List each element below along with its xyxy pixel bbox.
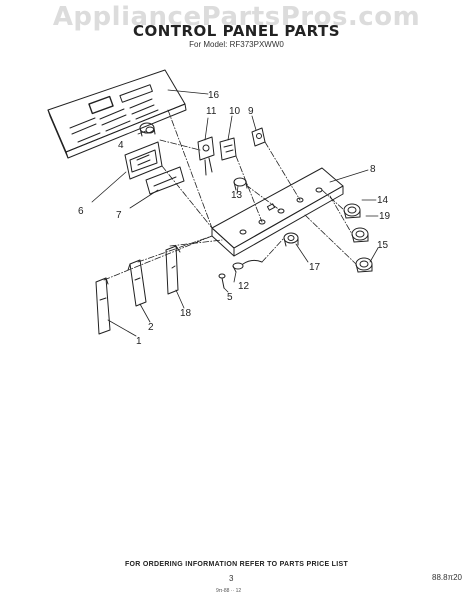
diagram-title: CONTROL PANEL PARTS <box>132 22 341 40</box>
part-4-knob <box>139 122 156 137</box>
print-mark: 9π-88 ·· 12 <box>216 588 242 594</box>
part-17-knob <box>283 232 299 247</box>
callout-4: 4 <box>118 140 124 151</box>
part-10-relay <box>219 137 237 161</box>
model-subtitle: For Model: RF373PXWW0 <box>189 40 284 49</box>
part-1-end-cap <box>95 277 111 335</box>
callout-18: 18 <box>180 308 192 319</box>
part-11-switch <box>197 136 215 176</box>
watermark-text: AppliancePartsPros.com <box>52 2 421 32</box>
page-number: 3 <box>229 574 234 583</box>
callout-1: 1 <box>136 336 142 347</box>
part-2-bracket <box>127 259 147 307</box>
callout-16: 16 <box>208 90 220 101</box>
part-15-knob <box>355 257 373 273</box>
callout-2: 2 <box>148 322 154 333</box>
part-7-overlay <box>145 166 185 195</box>
callout-19: 19 <box>379 211 391 222</box>
callout-14: 14 <box>377 195 389 206</box>
callout-17: 17 <box>309 262 321 273</box>
part-12-clip <box>232 259 263 273</box>
callout-13: 13 <box>231 190 243 201</box>
callout-15: 15 <box>377 240 389 251</box>
callout-9: 9 <box>248 106 254 117</box>
part-14-knob <box>343 203 361 219</box>
rear-display-panel <box>47 69 187 159</box>
part-6-bracket <box>124 141 163 180</box>
document-code: 88.8π20 <box>432 573 462 582</box>
part-19-knob <box>351 227 369 243</box>
alignment-lines <box>103 109 357 281</box>
ordering-note: FOR ORDERING INFORMATION REFER TO PARTS … <box>124 561 349 568</box>
callout-labels: 16 11 10 9 4 8 13 14 19 6 7 15 17 12 5 1… <box>78 90 391 347</box>
callout-5: 5 <box>227 292 233 303</box>
part-9-switch <box>251 127 266 147</box>
callout-12: 12 <box>238 281 250 292</box>
callout-10: 10 <box>229 106 241 117</box>
leader-lines <box>91 89 379 337</box>
callout-11: 11 <box>206 106 217 117</box>
callout-6: 6 <box>78 206 84 217</box>
part-5-screw <box>218 273 226 289</box>
callout-7: 7 <box>116 210 122 221</box>
callout-8: 8 <box>370 164 376 175</box>
part-8-control-panel <box>211 167 344 257</box>
part-18-bracket <box>165 245 181 295</box>
